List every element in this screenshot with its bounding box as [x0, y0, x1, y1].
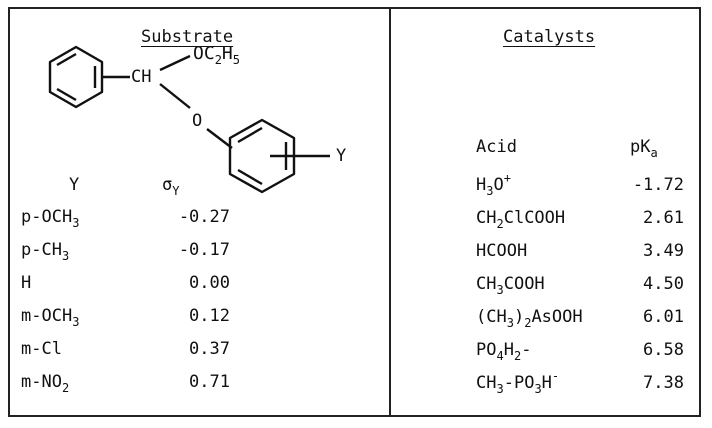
ethoxy-label: OC2H5: [193, 43, 240, 67]
acid-formula-cell: H3O+: [476, 171, 511, 198]
substrate-structure-diagram: [48, 45, 330, 194]
acid-column-header: Acid: [476, 137, 517, 157]
acid-formula-cell: CH3-PO3H-: [476, 369, 560, 396]
table-frame: [8, 7, 701, 417]
substituent-cell: m-Cl: [21, 339, 62, 359]
ch-label: CH: [131, 67, 152, 87]
oxygen-label: O: [192, 111, 203, 131]
acid-formula-cell: (CH3)2AsOOH: [476, 307, 583, 330]
pka-value-cell: 4.50: [643, 274, 684, 294]
pka-value-cell: 2.61: [643, 208, 684, 228]
acid-formula-cell: HCOOH: [476, 241, 528, 261]
sigma-value-cell: 0.37: [189, 339, 230, 359]
sigma-column-header: σY: [162, 175, 180, 198]
sigma-value-cell: 0.71: [189, 372, 230, 392]
pka-value-cell: 6.01: [643, 307, 684, 327]
substituent-cell: m-NO2: [21, 372, 70, 395]
substituent-cell: m-OCH3: [21, 306, 80, 329]
substituent-cell: p-CH3: [21, 240, 70, 263]
sigma-value-cell: -0.17: [178, 240, 230, 260]
substituent-cell: H: [21, 273, 32, 293]
pka-value-cell: 3.49: [643, 241, 684, 261]
sigma-value-cell: -0.27: [178, 207, 230, 227]
benzene-ring-right: [228, 118, 296, 194]
sigma-value-cell: 0.00: [189, 273, 230, 293]
column-divider: [389, 7, 391, 417]
substituent-cell: p-OCH3: [21, 207, 80, 230]
sigma-value-cell: 0.12: [189, 306, 230, 326]
catalysts-heading: Catalysts: [503, 27, 596, 47]
acid-formula-cell: PO4H2-: [476, 340, 532, 363]
pka-column-header: pKa: [630, 137, 658, 160]
substrate-heading: Substrate: [141, 27, 234, 47]
pka-value-cell: 6.58: [643, 340, 684, 360]
pka-value-cell: 7.38: [643, 373, 684, 393]
acid-formula-cell: CH2ClCOOH: [476, 208, 566, 231]
pka-value-cell: -1.72: [632, 175, 684, 195]
substituent-y-label: Y: [336, 146, 347, 166]
y-column-header: Y: [69, 175, 80, 195]
benzene-ring-left: [48, 45, 104, 109]
acid-formula-cell: CH3COOH: [476, 274, 545, 297]
